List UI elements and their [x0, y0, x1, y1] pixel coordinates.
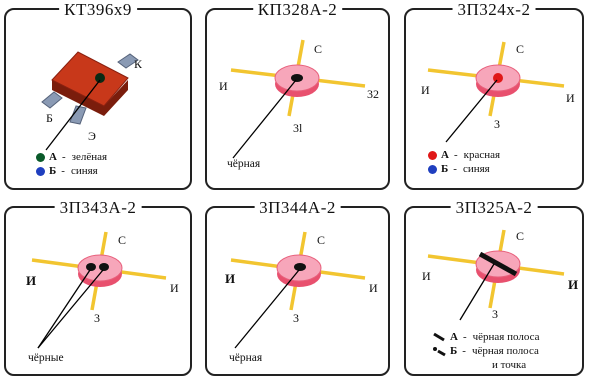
pin-label-top: С — [516, 229, 525, 243]
pointer-line — [234, 269, 300, 349]
card-title: 3П343А-2 — [54, 198, 142, 217]
transistor-diagram — [41, 51, 139, 151]
mark-black — [291, 74, 303, 82]
transistor-body-side — [52, 80, 128, 116]
legend-text: зелёная — [71, 151, 108, 163]
pin-label-right: И — [566, 91, 575, 105]
legend-text: синяя — [70, 165, 98, 177]
legend-key: Б — [450, 345, 458, 357]
card-title: 3П324х-2 — [452, 0, 536, 19]
lead-k — [117, 53, 139, 69]
legend-key: А — [441, 149, 449, 161]
legend-row-a: А - чёрная полоса — [432, 330, 540, 344]
red-dot-icon — [428, 150, 437, 160]
mark-caption: чёрная — [229, 352, 263, 364]
fet-diagram — [427, 229, 565, 321]
card-title: 3П325А-2 — [450, 198, 538, 217]
green-dot-icon — [36, 152, 45, 162]
card-3p324: 3П324х-2 С И И 3 А - красная Б - синяя — [404, 0, 584, 190]
legend-sep: - — [462, 345, 466, 357]
pin-label-right: 32 — [367, 87, 379, 101]
legend-key: А — [450, 331, 458, 343]
card-3p343: 3П343А-2 С И И 3 чёрные — [4, 198, 192, 376]
legend-row-b: Б - чёрная полоса — [432, 344, 540, 358]
pin-label-right: И — [369, 281, 378, 295]
legend-sep: - — [61, 165, 65, 177]
card-title: КТ396х9 — [59, 0, 137, 19]
legend-text: красная — [463, 149, 501, 161]
pin-label-bottom: 3 — [94, 311, 100, 325]
lead-b — [41, 91, 63, 109]
black-stripe-icon — [432, 332, 446, 342]
pointer-line-1 — [37, 269, 91, 349]
legend-row-b: Б - синяя — [428, 162, 500, 176]
pointer-line-2 — [37, 269, 104, 349]
pin-label-bottom: 3 — [492, 307, 498, 321]
legend: А - чёрная полоса Б - чёрная полоса и то… — [432, 330, 540, 372]
legend-text: чёрная полоса — [471, 345, 539, 357]
legend: А - зелёная Б - синяя — [36, 150, 107, 178]
legend-sep: - — [462, 331, 467, 343]
legend-text: синяя — [462, 163, 490, 175]
pin-label-top: С — [317, 233, 326, 247]
black-stripe-dot-icon — [432, 346, 446, 357]
pin-label-left: И — [225, 271, 236, 286]
card-title: КП328А-2 — [252, 0, 343, 19]
pointer-line — [459, 263, 495, 321]
mark-black-2 — [99, 263, 109, 271]
pin-label-k: К — [134, 57, 143, 71]
legend-row-a: А - красная — [428, 148, 500, 162]
legend-key: А — [49, 151, 57, 163]
legend-sep: - — [453, 149, 458, 161]
mark-caption: чёрные — [28, 352, 64, 364]
mark-black-stripe — [478, 251, 518, 277]
pin-label-right: И — [568, 277, 579, 292]
card-kt396: КТ396х9 К Б Э А - зелёная Б - синяя — [4, 0, 192, 190]
pin-label-top: С — [118, 233, 127, 247]
fet-diagram — [31, 231, 167, 349]
card-3p325: 3П325А-2 С И И 3 А - чёрная полоса Б - ч… — [404, 198, 584, 376]
fet-diagram — [230, 231, 366, 349]
legend: А - красная Б - синяя — [428, 148, 500, 176]
legend-text: чёрная полоса — [472, 331, 540, 343]
mark-dot — [95, 73, 105, 83]
legend-sep: - — [453, 163, 457, 175]
fet-diagram — [427, 41, 565, 143]
legend-row-b: Б - синяя — [36, 164, 107, 178]
legend-row-a: А - зелёная — [36, 150, 107, 164]
mark-red — [493, 73, 503, 83]
pin-label-e: Э — [88, 129, 96, 143]
blue-dot-icon — [428, 164, 437, 174]
card-kp328: КП328А-2 С И 32 3l чёрная — [205, 0, 390, 190]
pointer-line — [232, 79, 297, 159]
pin-label-left: И — [422, 269, 431, 283]
legend-text: и точка — [492, 359, 527, 371]
pin-label-bottom: 3l — [293, 121, 303, 135]
pointer-line — [45, 79, 101, 151]
mark-black — [294, 263, 306, 271]
legend-row-b-cont: и точка — [432, 358, 540, 372]
pin-label-top: С — [516, 42, 525, 56]
pin-label-top: С — [314, 42, 323, 56]
mark-black-1 — [86, 263, 96, 271]
pin-label-b: Б — [46, 111, 53, 125]
legend-sep: - — [61, 151, 66, 163]
blue-dot-icon — [36, 166, 45, 176]
pin-label-bottom: 3 — [293, 311, 299, 325]
card-3p344: 3П344А-2 С И И 3 чёрная — [205, 198, 390, 376]
pin-label-left: И — [421, 83, 430, 97]
pin-label-right: И — [170, 281, 179, 295]
card-title: 3П344А-2 — [254, 198, 341, 217]
pin-label-left: И — [26, 273, 37, 288]
pin-label-left: И — [219, 79, 228, 93]
fet-diagram — [230, 39, 366, 159]
pointer-line — [445, 79, 498, 143]
mark-caption: чёрная — [227, 158, 261, 170]
legend-key: Б — [441, 163, 449, 175]
pin-label-bottom: 3 — [494, 117, 500, 131]
legend-key: Б — [49, 165, 57, 177]
